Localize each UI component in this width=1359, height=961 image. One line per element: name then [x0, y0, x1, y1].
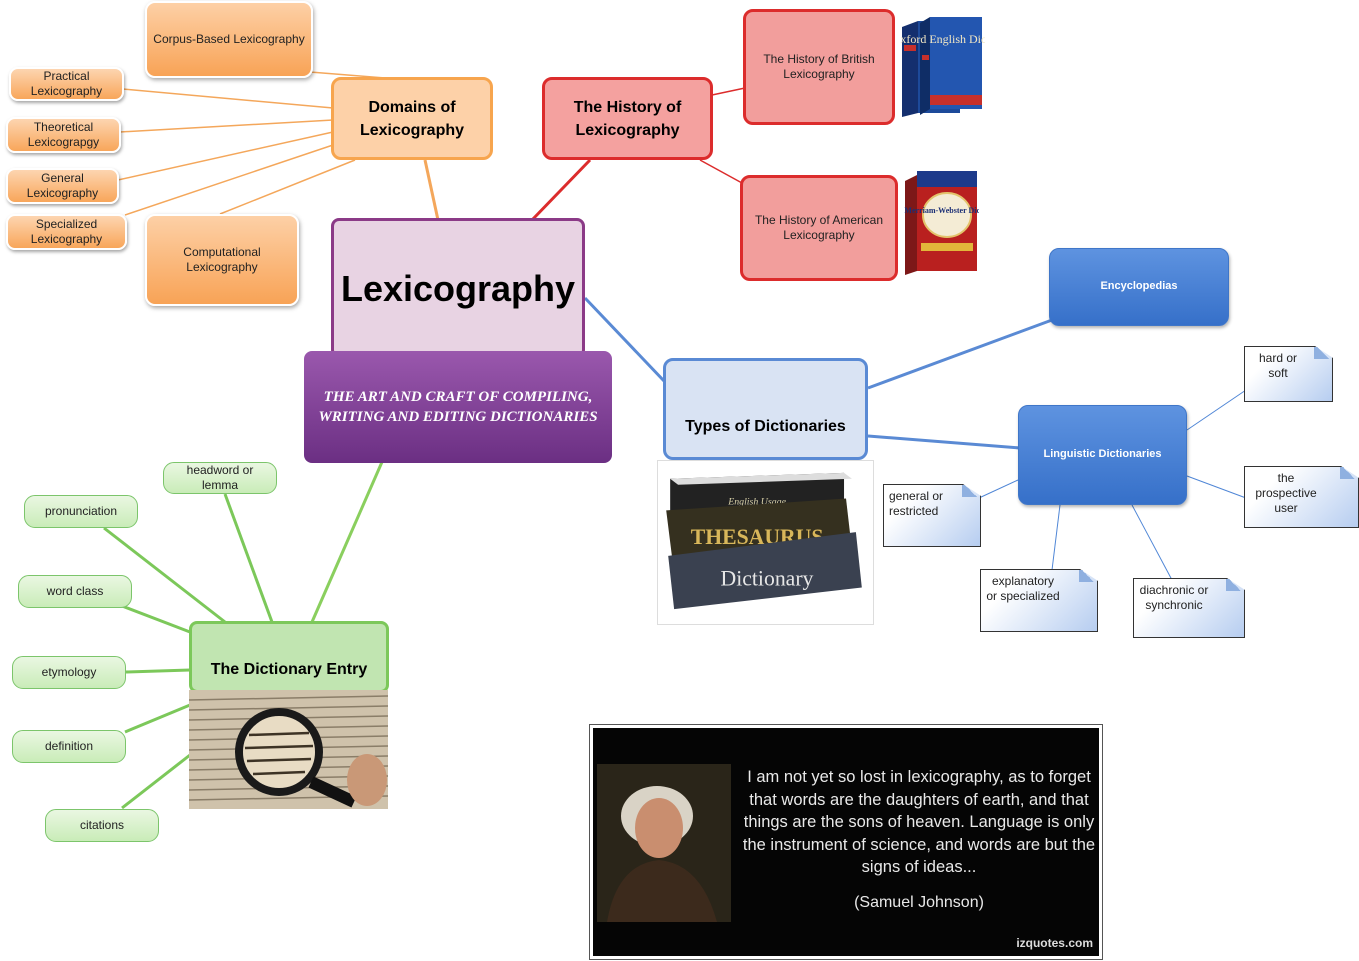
entry-definition[interactable]: definition	[12, 730, 126, 763]
quote-source[interactable]: izquotes.com	[1016, 936, 1093, 950]
entry-citations[interactable]: citations	[45, 809, 159, 842]
criterion-prospective-user[interactable]: the prospective user	[1244, 466, 1359, 528]
entry-word-class[interactable]: word class	[18, 575, 132, 608]
dictionary-entry-node[interactable]: The Dictionary Entry	[189, 621, 389, 693]
criterion-diachronic-or-synchronic[interactable]: diachronic or synchronic	[1133, 578, 1245, 638]
quote-panel: I am not yet so lost in lexicography, as…	[593, 728, 1099, 956]
encyclopedias-node[interactable]: Encyclopedias	[1049, 248, 1229, 326]
samuel-johnson-quote: I am not yet so lost in lexicography, as…	[589, 724, 1103, 960]
types-of-dictionaries-node[interactable]: Types of Dictionaries	[663, 358, 868, 460]
domain-computational[interactable]: Computational Lexicography	[145, 214, 299, 306]
note-fold-shade	[1079, 570, 1097, 582]
webster-dictionary-image: The Merriam-Webster Dictionary	[903, 171, 979, 275]
domain-theoretical[interactable]: Theoretical Lexicograpgy	[6, 117, 121, 153]
note-fold-shade	[962, 485, 980, 497]
quote-author: (Samuel Johnson)	[854, 894, 984, 911]
criterion-hard-or-soft[interactable]: hard or soft	[1244, 346, 1333, 402]
samuel-johnson-portrait	[597, 764, 731, 922]
books-stack-image: English Usage THESAURUS Dictionary	[657, 460, 874, 625]
linguistic-dictionaries-node[interactable]: Linguistic Dictionaries	[1018, 405, 1187, 505]
note-fold-shade	[1226, 579, 1244, 591]
history-american-node[interactable]: The History of American Lexicography	[740, 175, 898, 281]
domains-of-lexicography-node[interactable]: Domains of Lexicography	[331, 77, 493, 160]
webster-cover-text: The Merriam-Webster Dictionary	[903, 206, 979, 215]
magnifier-image	[189, 690, 388, 809]
note-fold-shade	[1314, 347, 1332, 359]
spine-dictionary: Dictionary	[721, 566, 814, 590]
entry-pronunciation[interactable]: pronunciation	[24, 495, 138, 528]
domain-general[interactable]: General Lexicography	[6, 168, 119, 204]
oxford-cover-text: Oxford English Dictionary	[900, 32, 985, 46]
spine-english-usage: English Usage	[727, 496, 786, 507]
domain-corpus-based[interactable]: Corpus-Based Lexicography	[145, 1, 313, 78]
history-british-node[interactable]: The History of British Lexicography	[743, 9, 895, 125]
lexicography-central-node[interactable]: Lexicography	[331, 218, 585, 358]
quote-text: I am not yet so lost in lexicography, as…	[742, 768, 1096, 876]
domain-practical[interactable]: Practical Lexicography	[9, 67, 124, 101]
definition-banner: THE ART AND CRAFT OF COMPILING, WRITING …	[304, 351, 612, 463]
entry-headword[interactable]: headword or lemma	[163, 462, 277, 494]
note-fold-shade	[1340, 467, 1358, 479]
entry-etymology[interactable]: etymology	[12, 656, 126, 689]
criterion-explanatory-or-specialized[interactable]: explanatory or specialized	[980, 569, 1098, 632]
domain-specialized[interactable]: Specialized Lexicography	[6, 214, 127, 250]
criterion-general-or-restricted[interactable]: general or restricted	[883, 484, 981, 547]
history-of-lexicography-node[interactable]: The History of Lexicography	[542, 77, 713, 160]
oxford-dictionary-image: Oxford English Dictionary	[900, 17, 985, 117]
